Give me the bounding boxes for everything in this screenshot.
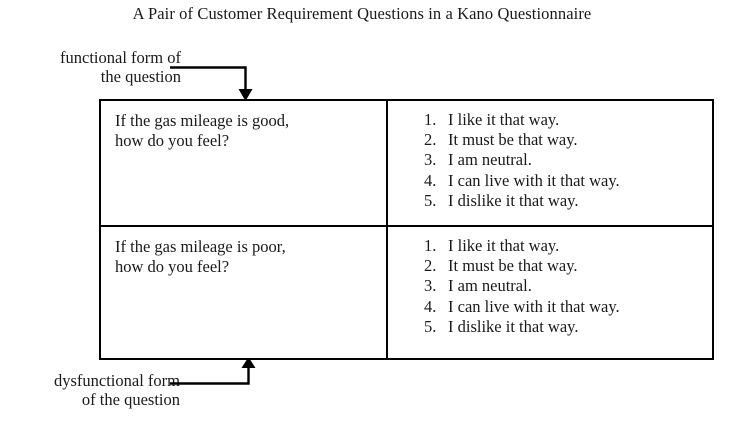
- answer-option-label: I am neutral.: [448, 150, 532, 170]
- answer-option-label: I dislike it that way.: [448, 190, 579, 210]
- answer-option-number: 3.: [424, 276, 437, 296]
- answer-option[interactable]: 4. I can live with it that way.: [388, 171, 712, 191]
- answer-option-number: 5.: [424, 190, 437, 210]
- answer-option[interactable]: 3. I am neutral.: [388, 276, 712, 296]
- functional-form-leader-line: [168, 60, 258, 102]
- arrow-up-icon: [170, 357, 256, 385]
- answer-option-label: I dislike it that way.: [448, 316, 579, 336]
- answer-option[interactable]: 2. It must be that way.: [388, 130, 712, 150]
- question-cell-dysfunctional: If the gas mileage is poor, how do you f…: [101, 227, 388, 358]
- answer-options-list: 1. I like it that way. 2. It must be tha…: [388, 110, 712, 211]
- answer-option-label: It must be that way.: [448, 256, 578, 276]
- question-text: If the gas mileage is poor, how do you f…: [115, 237, 286, 276]
- dysfunctional-form-label-line2: of the question: [81, 390, 180, 409]
- answer-option-number: 2.: [424, 256, 437, 276]
- answer-option[interactable]: 1. I like it that way.: [388, 236, 712, 256]
- answer-option-number: 4.: [424, 170, 437, 190]
- answer-option-label: I can live with it that way.: [448, 170, 620, 190]
- answer-option-label: I like it that way.: [448, 110, 560, 129]
- table-row: If the gas mileage is poor, how do you f…: [101, 227, 712, 358]
- answer-option[interactable]: 1. I like it that way.: [388, 110, 712, 130]
- answer-option-number: 5.: [424, 316, 437, 336]
- answer-options-list: 1. I like it that way. 2. It must be tha…: [388, 236, 712, 337]
- answer-option-label: I am neutral.: [448, 276, 532, 296]
- functional-form-label-line2: the question: [100, 67, 181, 86]
- question-cell-functional: If the gas mileage is good, how do you f…: [101, 101, 388, 225]
- answer-option-label: It must be that way.: [448, 130, 578, 150]
- dysfunctional-form-leader-line: [168, 356, 258, 388]
- kano-questionnaire-table: If the gas mileage is good, how do you f…: [99, 99, 714, 360]
- answer-option-number: 4.: [424, 296, 437, 316]
- answer-option[interactable]: 3. I am neutral.: [388, 150, 712, 170]
- answer-option-label: I can live with it that way.: [448, 296, 620, 316]
- answer-option[interactable]: 5. I dislike it that way.: [388, 317, 712, 337]
- answer-option-label: I like it that way.: [448, 236, 560, 255]
- question-text: If the gas mileage is good, how do you f…: [115, 111, 290, 150]
- answer-option-number: 1.: [424, 236, 437, 255]
- answers-cell-functional: 1. I like it that way. 2. It must be tha…: [388, 101, 712, 225]
- page-title: A Pair of Customer Requirement Questions…: [132, 4, 592, 23]
- answer-option[interactable]: 4. I can live with it that way.: [388, 297, 712, 317]
- functional-form-label-line1: functional form of: [60, 48, 181, 67]
- dysfunctional-form-label-line1: dysfunctional form: [53, 371, 180, 390]
- answers-cell-dysfunctional: 1. I like it that way. 2. It must be tha…: [388, 227, 712, 358]
- answer-option-number: 3.: [424, 150, 437, 170]
- answer-option-number: 2.: [424, 130, 437, 150]
- answer-option-number: 1.: [424, 110, 437, 129]
- table-row: If the gas mileage is good, how do you f…: [101, 101, 712, 227]
- answer-option[interactable]: 5. I dislike it that way.: [388, 191, 712, 211]
- functional-form-label: functional form of the question: [6, 48, 181, 86]
- dysfunctional-form-label: dysfunctional form of the question: [4, 371, 180, 409]
- answer-option[interactable]: 2. It must be that way.: [388, 256, 712, 276]
- arrow-down-icon: [170, 66, 253, 101]
